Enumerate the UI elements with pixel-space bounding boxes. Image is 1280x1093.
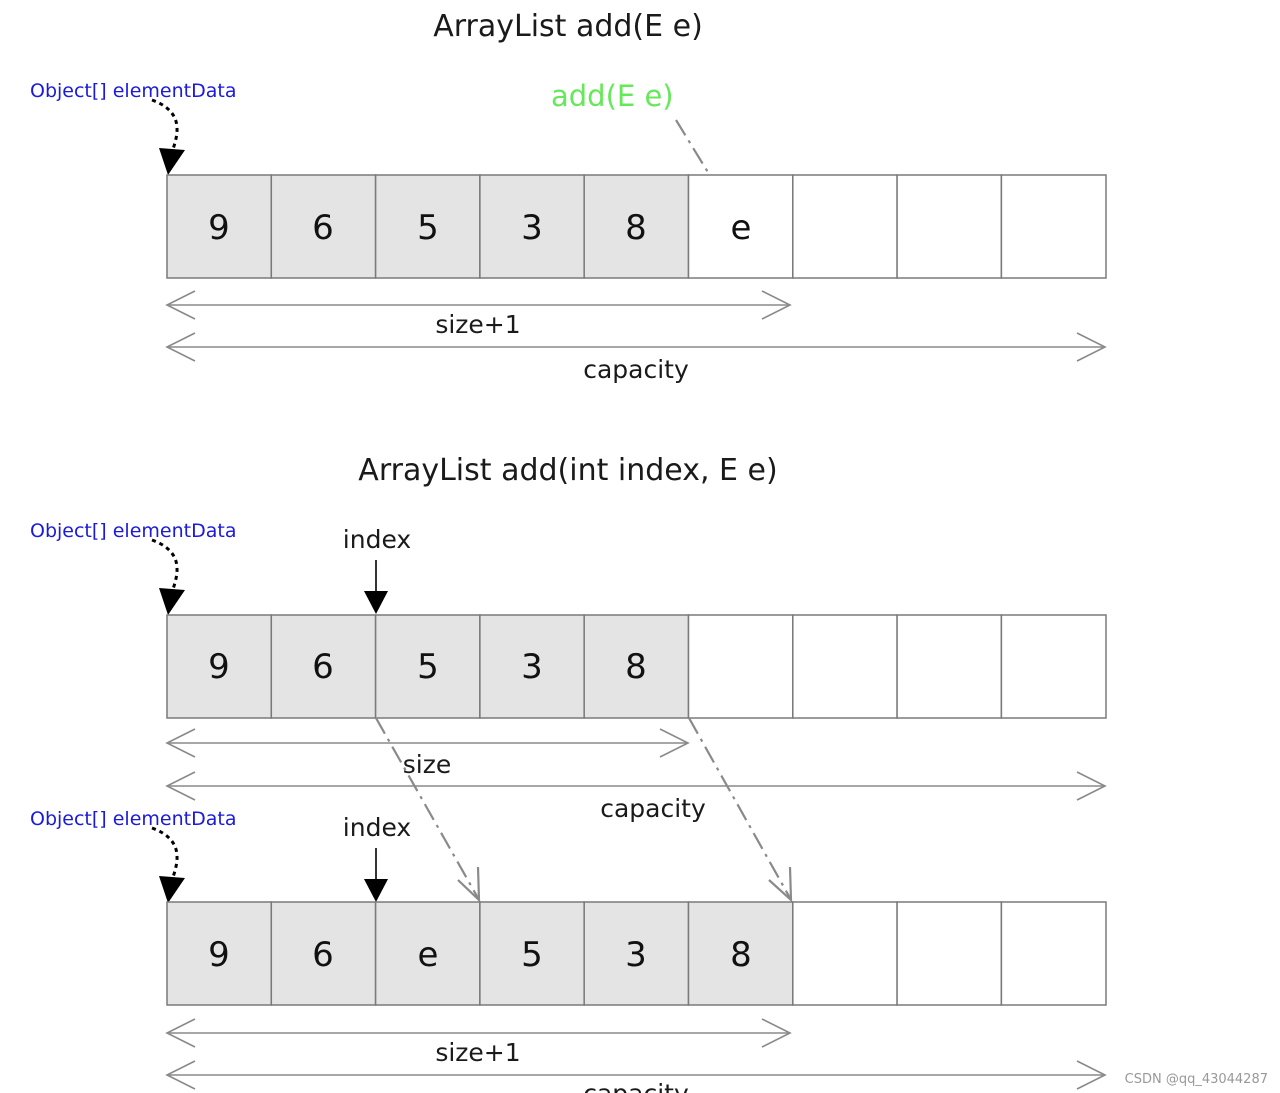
element-data-pointer-arrowhead [159, 588, 185, 615]
index-label: index [343, 525, 411, 554]
method-label: add(E e) [551, 79, 674, 113]
shift-arrow [375, 717, 479, 899]
capacity-label: capacity [583, 355, 689, 384]
panel-title: ArrayList add(E e) [433, 9, 703, 44]
capacity-dimension: capacity [165, 771, 1107, 823]
array-cell [896, 901, 1003, 1006]
array-cell-value: 9 [208, 647, 230, 687]
panel-title: ArrayList add(int index, E e) [358, 453, 777, 488]
array-cell [479, 901, 585, 1006]
array-cell-value: 5 [417, 208, 439, 248]
array-cell [1000, 901, 1107, 1006]
array-cell [374, 174, 481, 279]
array-cell [166, 614, 273, 719]
shift-arrowhead [457, 866, 481, 903]
element-data-pointer-arrow [151, 98, 179, 153]
array-cells: 9 6 e 5 3 8 [166, 901, 1107, 1006]
element-data-pointer-label: Object[] elementData [30, 80, 236, 102]
array-cell-value: 9 [208, 935, 230, 975]
array-cell [374, 614, 481, 719]
array-cell [583, 901, 690, 1006]
element-data-pointer-arrow [151, 826, 179, 881]
array-cell-value: 8 [730, 935, 752, 975]
array-cell [583, 614, 690, 719]
capacity-dimension: capacity [165, 332, 1107, 384]
element-data-pointer-arrowhead [159, 148, 185, 175]
array-cell [687, 614, 794, 719]
array-cell-value: 6 [312, 647, 334, 687]
array-cell-value: 8 [625, 647, 647, 687]
shift-arrowhead [768, 866, 793, 903]
array-cell [896, 174, 1003, 279]
array-cell-value: e [731, 208, 752, 248]
array-cell-value: 8 [625, 208, 647, 248]
array-cell [792, 901, 898, 1006]
array-cell [1000, 174, 1107, 279]
watermark: CSDN @qq_43044287 [1125, 1072, 1268, 1087]
array-cell [374, 901, 481, 1006]
array-cell [270, 174, 377, 279]
array-cell [270, 901, 377, 1006]
array-cell-value: 5 [417, 647, 439, 687]
size-label: size+1 [435, 310, 520, 339]
array-cell [479, 174, 585, 279]
panel-add-append: ArrayList add(E e) Object[] elementData … [30, 9, 1107, 384]
array-cells: 9 6 5 3 8 e [166, 174, 1107, 279]
array-cell-value: 3 [625, 935, 647, 975]
array-cell [166, 901, 273, 1006]
element-data-pointer-arrowhead [159, 876, 185, 903]
capacity-label: capacity [600, 794, 706, 823]
size-dimension: size [165, 728, 690, 779]
array-cell-value: 3 [521, 647, 543, 687]
array-cell [792, 174, 898, 279]
element-data-pointer-label: Object[] elementData [30, 808, 236, 830]
array-cell [687, 901, 794, 1006]
array-cell [687, 174, 794, 279]
index-arrowhead [364, 591, 388, 614]
index-label: index [343, 813, 411, 842]
array-cell [1000, 614, 1107, 719]
size-label: size [403, 750, 451, 779]
size-dimension: size+1 [165, 1018, 792, 1067]
panel-add-at-index-after: Object[] elementData index 9 6 e 5 3 8 [30, 808, 1107, 1093]
shift-arrow [688, 717, 791, 899]
array-cell-value: 6 [312, 935, 334, 975]
array-cells: 9 6 5 3 8 [166, 614, 1107, 719]
element-data-pointer-arrow [151, 538, 179, 593]
array-cell-value: 9 [208, 208, 230, 248]
capacity-dimension: capacity [165, 1060, 1107, 1093]
capacity-label: capacity [583, 1079, 689, 1093]
element-data-pointer-label: Object[] elementData [30, 520, 236, 542]
size-label: size+1 [435, 1038, 520, 1067]
array-cell-value: 3 [521, 208, 543, 248]
array-cell [896, 614, 1003, 719]
array-cell-value: 6 [312, 208, 334, 248]
array-cell-value: 5 [521, 935, 543, 975]
panel-add-at-index-before: ArrayList add(int index, E e) Object[] e… [30, 453, 1107, 903]
array-cell-value: e [418, 935, 439, 975]
array-cell [166, 174, 273, 279]
size-dimension: size+1 [165, 290, 792, 339]
index-arrowhead [364, 879, 388, 902]
array-cell [792, 614, 898, 719]
